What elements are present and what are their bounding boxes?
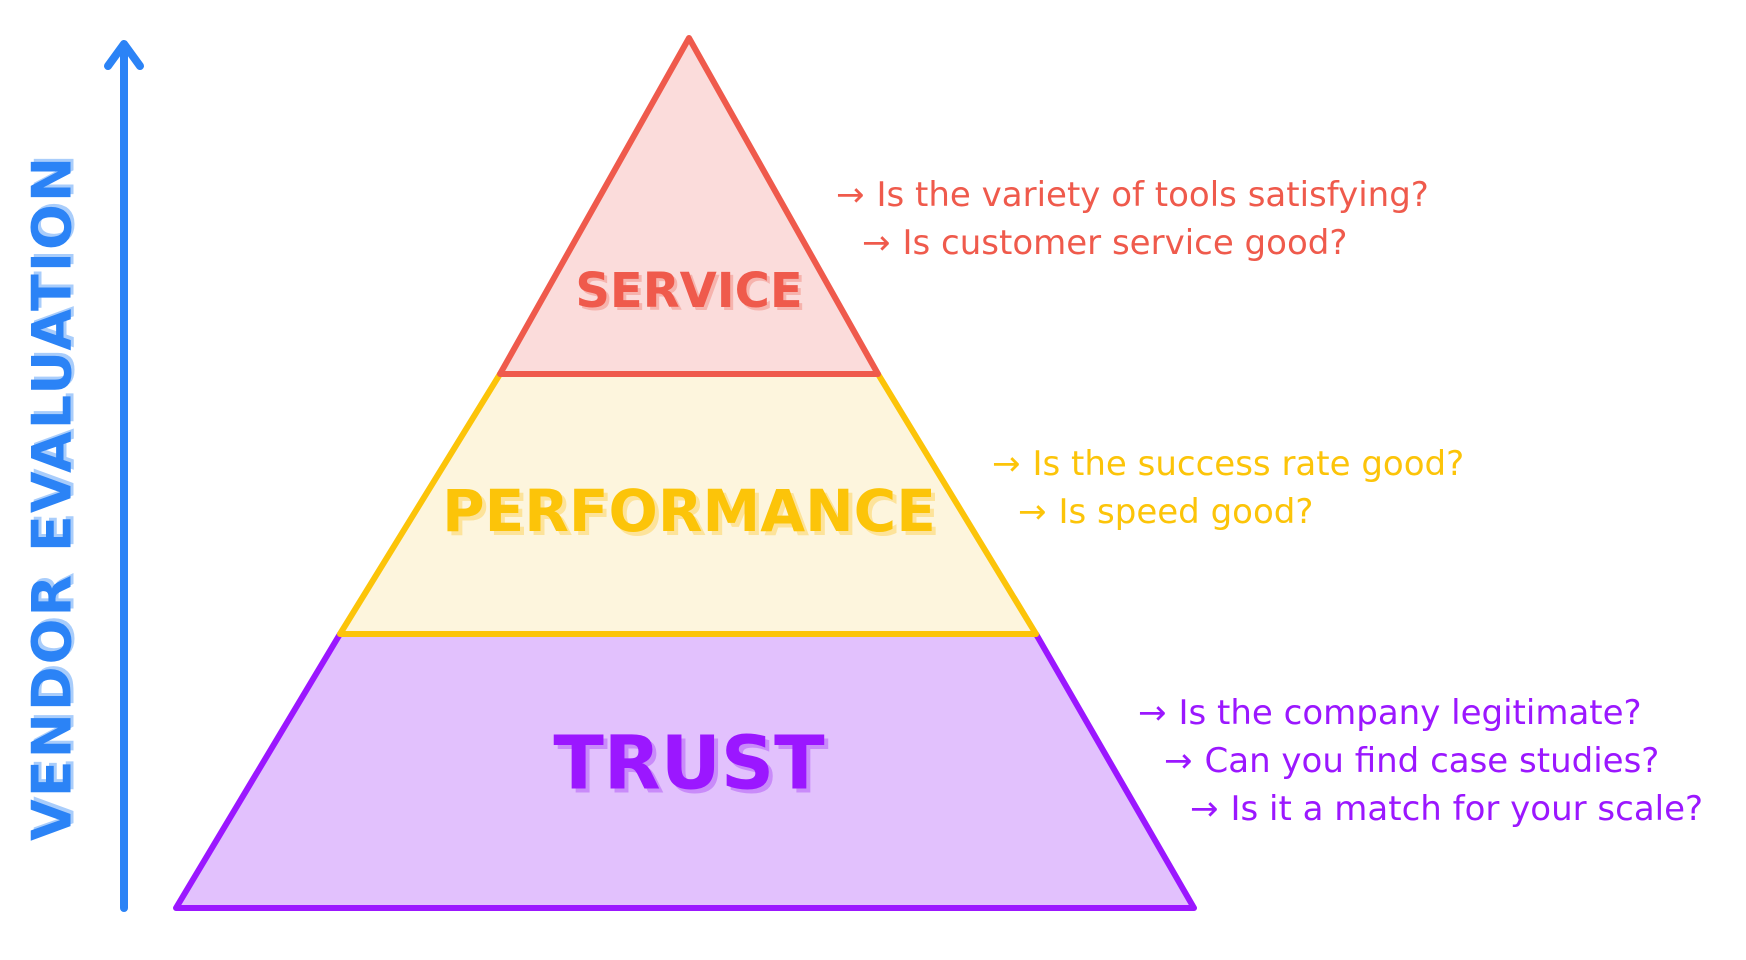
right-arrow-icon: →: [836, 175, 865, 215]
tier-label-trust: TRUST: [553, 721, 825, 807]
right-arrow-icon: →: [1018, 492, 1047, 532]
right-arrow-icon: →: [1164, 741, 1193, 781]
right-arrow-icon: →: [1190, 789, 1219, 829]
svg-text:SERVICE: SERVICE: [578, 266, 805, 322]
axis-arrow: [104, 40, 144, 912]
right-arrow-icon: →: [1138, 693, 1167, 733]
tier-label-service: SERVICE: [575, 263, 802, 319]
up-arrow-icon: [104, 40, 144, 70]
svg-text:VENDOR EVALUATION: VENDOR EVALUATION: [24, 152, 87, 838]
performance-questions: →Is the success rate good? →Is speed goo…: [992, 440, 1464, 536]
question-item: →Is customer service good?: [836, 219, 1429, 267]
question-item: →Is it a match for your scale?: [1138, 785, 1703, 833]
question-item: →Can you find case studies?: [1138, 737, 1703, 785]
question-item: →Is the company legitimate?: [1138, 689, 1703, 737]
right-arrow-icon: →: [992, 444, 1021, 484]
tier-label-performance: PERFORMANCE: [442, 477, 936, 545]
question-item: →Is speed good?: [992, 488, 1464, 536]
svg-text:TRUST: TRUST: [557, 725, 829, 811]
service-questions: →Is the variety of tools satisfying? →Is…: [836, 171, 1429, 267]
question-item: →Is the success rate good?: [992, 440, 1464, 488]
question-item: →Is the variety of tools satisfying?: [836, 171, 1429, 219]
right-arrow-icon: →: [862, 223, 891, 263]
trust-questions: →Is the company legitimate? →Can you fin…: [1138, 689, 1703, 833]
svg-text:PERFORMANCE: PERFORMANCE: [446, 481, 940, 549]
axis-label: VENDOR EVALUATION: [21, 155, 84, 841]
pyramid-tier-service: [497, 35, 881, 377]
